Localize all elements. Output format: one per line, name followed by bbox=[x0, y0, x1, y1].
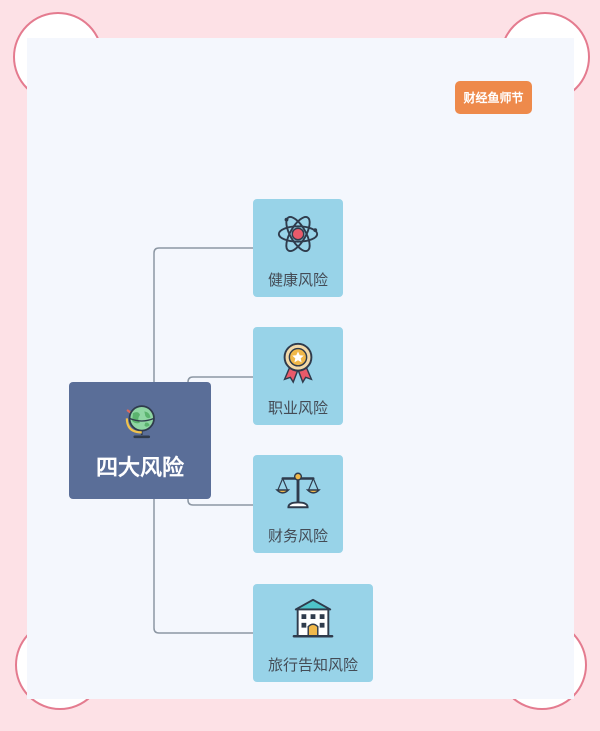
medal-icon bbox=[283, 342, 313, 384]
root-node-label: 四大风险 bbox=[95, 455, 184, 481]
branch-node-health[interactable]: 健康风险 bbox=[253, 199, 343, 297]
brand-badge[interactable]: 财经鱼师节 bbox=[455, 81, 532, 114]
connector-finance bbox=[187, 499, 253, 506]
branch-node-finance[interactable]: 财务风险 bbox=[253, 455, 343, 553]
branch-node-label: 健康风险 bbox=[267, 271, 328, 289]
connector-career bbox=[187, 376, 253, 383]
branch-node-label: 旅行告知风险 bbox=[267, 656, 358, 674]
branch-node-career[interactable]: 职业风险 bbox=[253, 327, 343, 425]
globe-icon bbox=[125, 404, 155, 438]
connector-travel bbox=[153, 499, 253, 634]
branch-node-label: 财务风险 bbox=[267, 527, 328, 545]
scales-icon bbox=[275, 472, 321, 509]
branch-node-label: 职业风险 bbox=[267, 399, 328, 417]
atom-icon bbox=[277, 216, 319, 252]
branch-node-travel[interactable]: 旅行告知风险 bbox=[253, 584, 373, 682]
root-node[interactable]: 四大风险 bbox=[69, 382, 211, 499]
connector-health bbox=[153, 247, 253, 382]
building-icon bbox=[292, 598, 334, 638]
